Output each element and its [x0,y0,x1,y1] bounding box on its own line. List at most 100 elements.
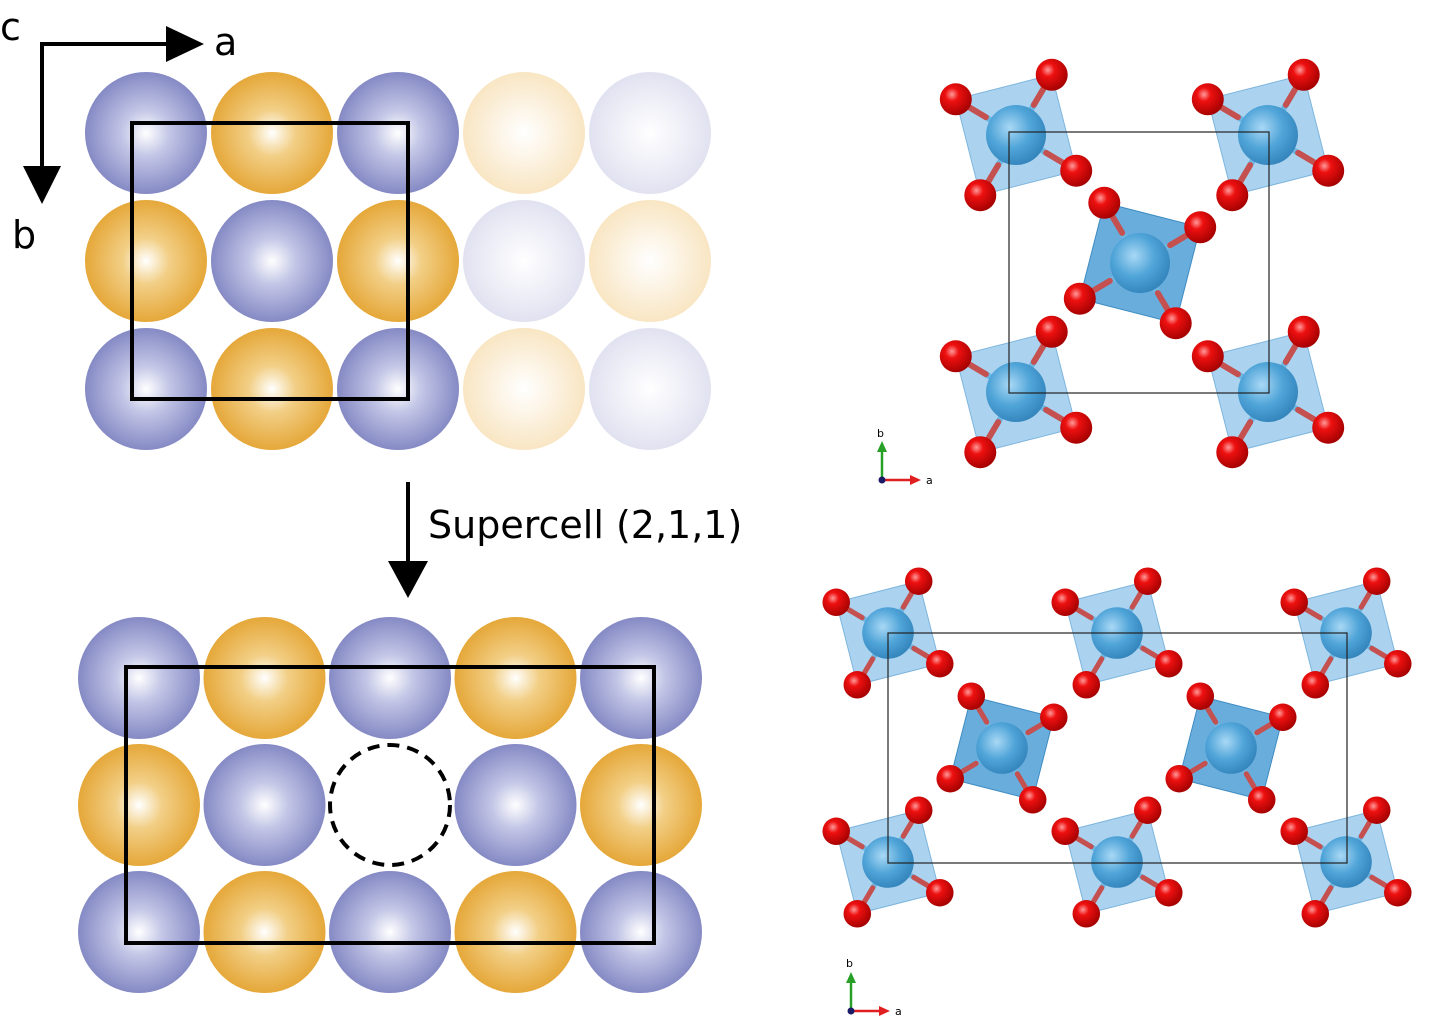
sphere-orange-faded [463,72,585,194]
axis-b-label: b [12,213,36,257]
oxygen-atom [1072,671,1101,699]
sphere-blue [329,871,451,993]
oxygen-atom [822,817,850,846]
oxygen-atom [822,588,850,617]
small-axis-b-label: b [846,957,853,970]
sphere-orange [203,617,326,739]
oxygen-atom [1051,588,1079,617]
sphere-orange [454,871,577,993]
sphere-blue [78,617,200,739]
crystal-structure-unit-cell [939,58,1345,469]
oxygen-atom [1287,58,1320,91]
sphere-orange-faded [589,200,711,322]
oxygen-atom [1287,315,1320,348]
sphere-orange [203,871,326,993]
small-axes-bottom: b a [846,957,902,1018]
oxygen-atom [1060,154,1093,187]
crystal-structure-supercell [822,567,1412,928]
oxygen-atom [1159,307,1192,340]
oxygen-atom [1384,878,1412,907]
sphere-orange [580,744,702,866]
metal-atom [1238,105,1298,165]
oxygen-atom [1312,154,1345,187]
small-axis-b-head [877,441,887,452]
oxygen-atom [1301,900,1330,928]
oxygen-atom [926,649,954,678]
oxygen-atom [1191,340,1224,373]
sphere-blue-faded [589,72,711,194]
oxygen-atom [964,179,997,212]
sphere-orange-faded [463,328,585,450]
unit-cell-sphere-grid [85,72,711,450]
small-axis-a-label: a [926,474,933,487]
oxygen-atom [1133,567,1162,595]
oxygen-atom [1072,900,1101,928]
oxygen-atom [1280,588,1308,617]
sphere-orange [337,200,459,322]
sphere-blue [580,871,702,993]
oxygen-atom [957,682,986,710]
supercell-outline [124,665,656,945]
sphere-blue [85,72,207,194]
oxygen-atom [1051,817,1079,846]
oxygen-atom [1063,282,1096,315]
metal-atom [976,722,1028,774]
oxygen-atom [904,796,933,824]
oxygen-atom [1312,411,1345,444]
oxygen-atom [1133,796,1162,824]
axis-a-arrowhead [166,26,204,62]
sphere-blue [203,744,326,866]
oxygen-atom [1035,58,1068,91]
small-axes-top: b a [877,427,933,487]
oxygen-atom [1165,764,1193,793]
oxygen-atom [1186,682,1215,710]
unit-cell-outline [130,121,410,401]
metal-atom [1320,836,1372,888]
oxygen-atom [1155,878,1183,907]
oxygen-atom [936,764,964,793]
oxygen-atom [939,340,972,373]
crystal-unit-cell-box [1008,131,1270,394]
oxygen-atom [1247,786,1276,814]
small-axis-c-dot [847,1007,855,1015]
vacancy-site [328,743,452,867]
axis-b-arrowhead [23,166,61,204]
axis-c-label: c [0,5,21,49]
sphere-blue [85,328,207,450]
oxygen-atom [1384,649,1412,678]
sphere-orange [454,617,577,739]
oxygen-atom [843,671,872,699]
supercell-arrowhead [388,561,428,598]
axis-a-label: a [214,20,237,64]
sphere-orange [78,744,200,866]
sphere-orange [85,200,207,322]
oxygen-atom [939,83,972,116]
metal-atom [1238,362,1298,422]
oxygen-atom [1362,567,1391,595]
metal-atom [986,362,1046,422]
oxygen-atom [904,567,933,595]
small-axis-a-label: a [895,1005,902,1018]
oxygen-atom [1060,411,1093,444]
oxygen-atom [1216,179,1249,212]
sphere-blue-faded [463,200,585,322]
oxygen-atom [1280,817,1308,846]
oxygen-atom [843,900,872,928]
oxygen-atom [1035,315,1068,348]
oxygen-atom [1155,649,1183,678]
sphere-orange [211,328,333,450]
sphere-orange [211,72,333,194]
top-left-axes: c a b [0,5,237,257]
oxygen-atom [1191,83,1224,116]
sphere-blue [211,200,333,322]
oxygen-atom [1362,796,1391,824]
oxygen-atom [1018,786,1047,814]
small-axis-a-head [910,475,921,485]
small-axis-c-dot [878,476,886,484]
sphere-blue-faded [589,328,711,450]
sphere-blue [329,617,451,739]
sphere-blue [337,72,459,194]
metal-atom [1205,722,1257,774]
oxygen-atom [1184,211,1217,244]
